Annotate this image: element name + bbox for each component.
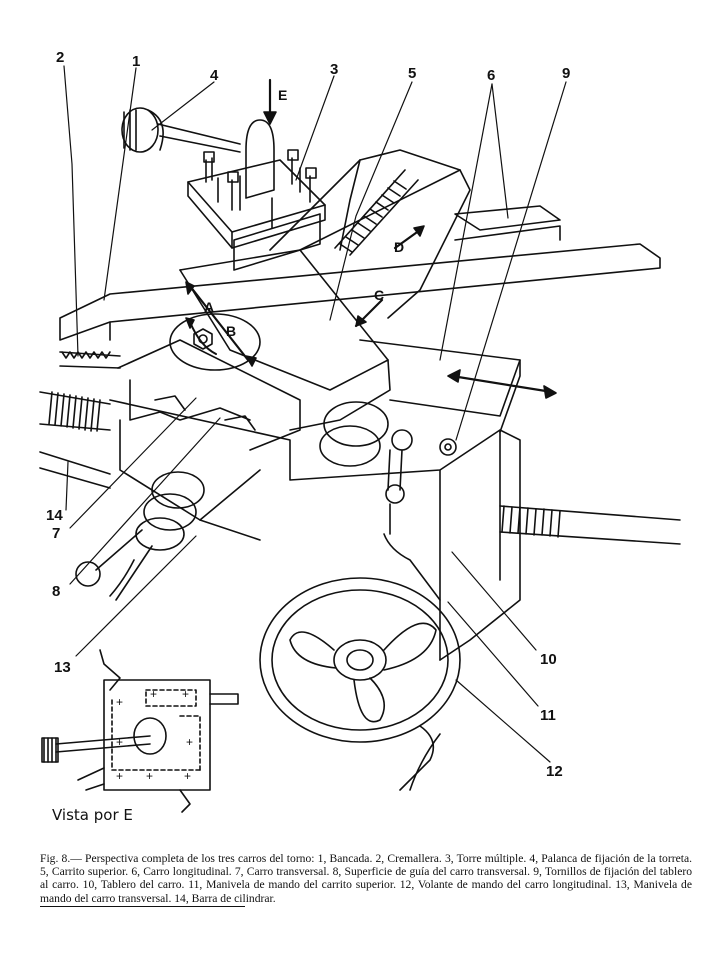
figure-caption: Fig. 8.— Perspectiva completa de los tre… [40, 852, 692, 905]
label-2: 2 [56, 49, 64, 66]
label-11: 11 [540, 707, 556, 724]
svg-text:+: + [184, 769, 191, 783]
label-5: 5 [408, 65, 416, 82]
tool-post [187, 119, 326, 271]
label-9: 9 [562, 65, 570, 82]
top-slide [179, 149, 471, 431]
label-3: 3 [330, 61, 338, 78]
svg-text:+: + [116, 735, 123, 749]
label-4: 4 [210, 67, 219, 84]
svg-text:+: + [186, 735, 193, 749]
arrow-label-e: E [278, 87, 287, 103]
svg-text:+: + [116, 695, 123, 709]
label-8: 8 [52, 583, 60, 600]
rack [59, 351, 121, 369]
svg-text:+: + [116, 769, 123, 783]
turret-lever [121, 107, 241, 153]
arrow-label-a: A [204, 299, 214, 315]
svg-text:+: + [182, 687, 189, 701]
cylindering-bar [39, 451, 111, 489]
inset-caption: Vista por E [52, 806, 133, 824]
label-13: 13 [54, 659, 71, 676]
lathe-carriage-diagram: + + + + + + + + [39, 49, 681, 824]
compound-screw [334, 169, 419, 256]
svg-text:+: + [146, 769, 153, 783]
lead-screw [499, 505, 681, 545]
label-7: 7 [52, 525, 60, 542]
cross-slide [117, 339, 301, 451]
arrow-label-b: B [226, 323, 236, 339]
label-1: 1 [132, 53, 140, 70]
label-12: 12 [546, 763, 563, 780]
bed-guideway [59, 225, 661, 341]
label-6: 6 [487, 67, 495, 84]
label-10: 10 [540, 651, 557, 668]
cross-slide-handwheel [75, 471, 205, 601]
longitudinal-carriage [359, 339, 521, 433]
arrow-label-d: D [394, 239, 404, 255]
compound-dial [319, 401, 441, 601]
direction-arrows [185, 78, 557, 399]
divider [40, 906, 245, 907]
leader-lines [63, 65, 567, 763]
label-14: 14 [46, 507, 63, 524]
carriage-handwheel [259, 577, 461, 791]
svg-text:+: + [150, 687, 157, 701]
arrow-label-c: C [374, 287, 384, 303]
feed-screw [39, 391, 111, 432]
carriage-saddle [454, 205, 561, 231]
top-view-inset: + + + + + + + + [41, 649, 239, 813]
